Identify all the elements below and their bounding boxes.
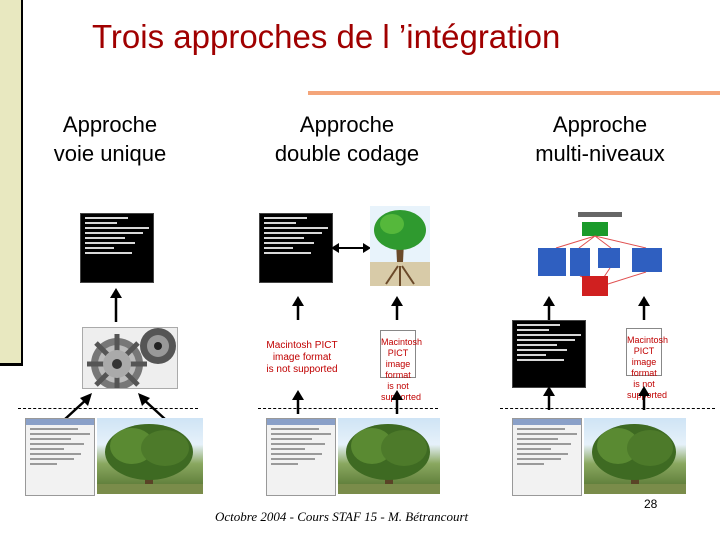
title-rule (308, 91, 720, 95)
arrow-icon (543, 386, 555, 410)
column-title-voie-unique: Approche voie unique (53, 112, 167, 166)
arrow-icon (638, 296, 650, 320)
column-title-multi-niveaux: Approche multi-niveaux (535, 112, 665, 166)
arrow-icon (63, 393, 92, 421)
arrow-icon (110, 288, 122, 322)
arrow-icon (391, 390, 403, 414)
gears-icon (87, 328, 176, 394)
section-divider (18, 408, 198, 409)
section-divider (258, 408, 438, 409)
arrow-icon (543, 296, 555, 320)
screenshot-text-page (25, 418, 95, 496)
gears-image (82, 327, 178, 394)
sidebar-divider (0, 363, 23, 366)
screenshot-text-page (512, 418, 582, 496)
unsupported-image-placeholder: Macintosh PICT image format is not suppo… (380, 330, 422, 402)
unsupported-image-placeholder: Macintosh PICT image format is not suppo… (266, 340, 338, 375)
hierarchy-diagram (536, 210, 664, 298)
arrow-icon (292, 296, 304, 320)
double-arrow-icon (331, 243, 371, 253)
section-divider (500, 408, 715, 409)
arrow-icon (138, 393, 167, 421)
page-number: 28 (644, 497, 658, 511)
diagram-icon (538, 212, 662, 296)
slide-title: Trois approches de l ’intégration (92, 18, 561, 55)
text-document (259, 213, 333, 283)
text-document (512, 320, 586, 388)
arrow-icon (391, 296, 403, 320)
tree-icon (97, 424, 203, 494)
column-title-double-codage: Approche double codage (274, 112, 420, 166)
tree-photo (97, 418, 203, 494)
tree-icon (584, 424, 686, 494)
unsupported-image-placeholder: Macintosh PICT image format is not suppo… (626, 328, 668, 400)
text-document (80, 213, 154, 283)
tree-icon (338, 424, 440, 494)
tree-photo (584, 418, 686, 494)
slide-sidebar (0, 0, 23, 365)
tree-illustration (370, 206, 430, 286)
arrow-icon (638, 386, 650, 410)
slide-footer: Octobre 2004 - Cours STAF 15 - M. Bétran… (215, 509, 469, 524)
arrow-icon (292, 390, 304, 414)
tree-photo (338, 418, 440, 494)
screenshot-text-page (266, 418, 336, 496)
tree-icon (370, 210, 430, 286)
